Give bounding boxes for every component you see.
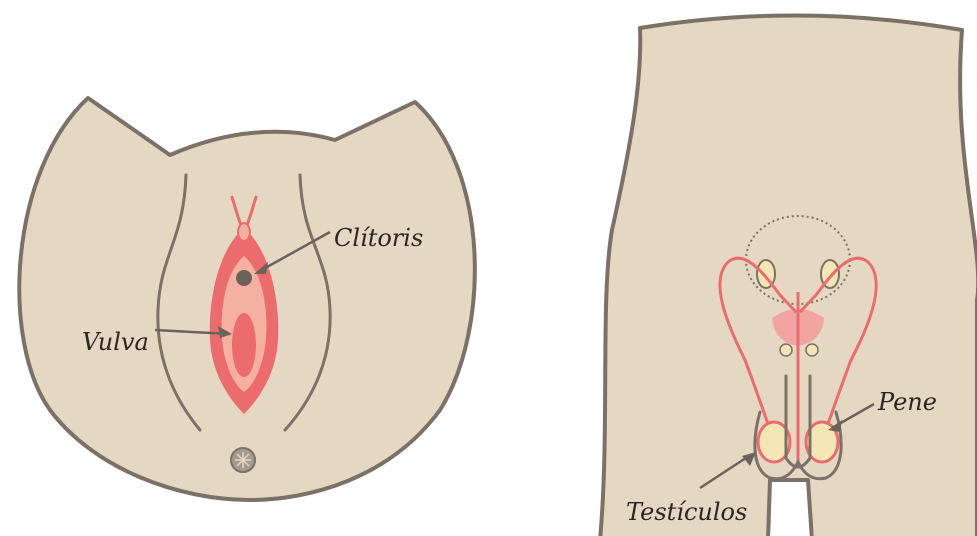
female-figure: Clítoris Vulva xyxy=(19,98,475,500)
right-bulbourethral-gland xyxy=(806,344,818,356)
male-body-outline xyxy=(600,15,977,536)
clitoris-label: Clítoris xyxy=(334,224,423,252)
vaginal-opening xyxy=(232,313,256,377)
vulva-label: Vulva xyxy=(82,328,149,356)
left-bulbourethral-gland xyxy=(780,344,792,356)
glans-clitoris xyxy=(238,223,250,241)
anus-icon xyxy=(231,448,255,472)
testiculos-label: Testículos xyxy=(626,498,747,526)
clitoris-dot xyxy=(236,270,252,286)
pene-label: Pene xyxy=(877,388,937,416)
male-figure: Pene Testículos xyxy=(600,15,977,536)
